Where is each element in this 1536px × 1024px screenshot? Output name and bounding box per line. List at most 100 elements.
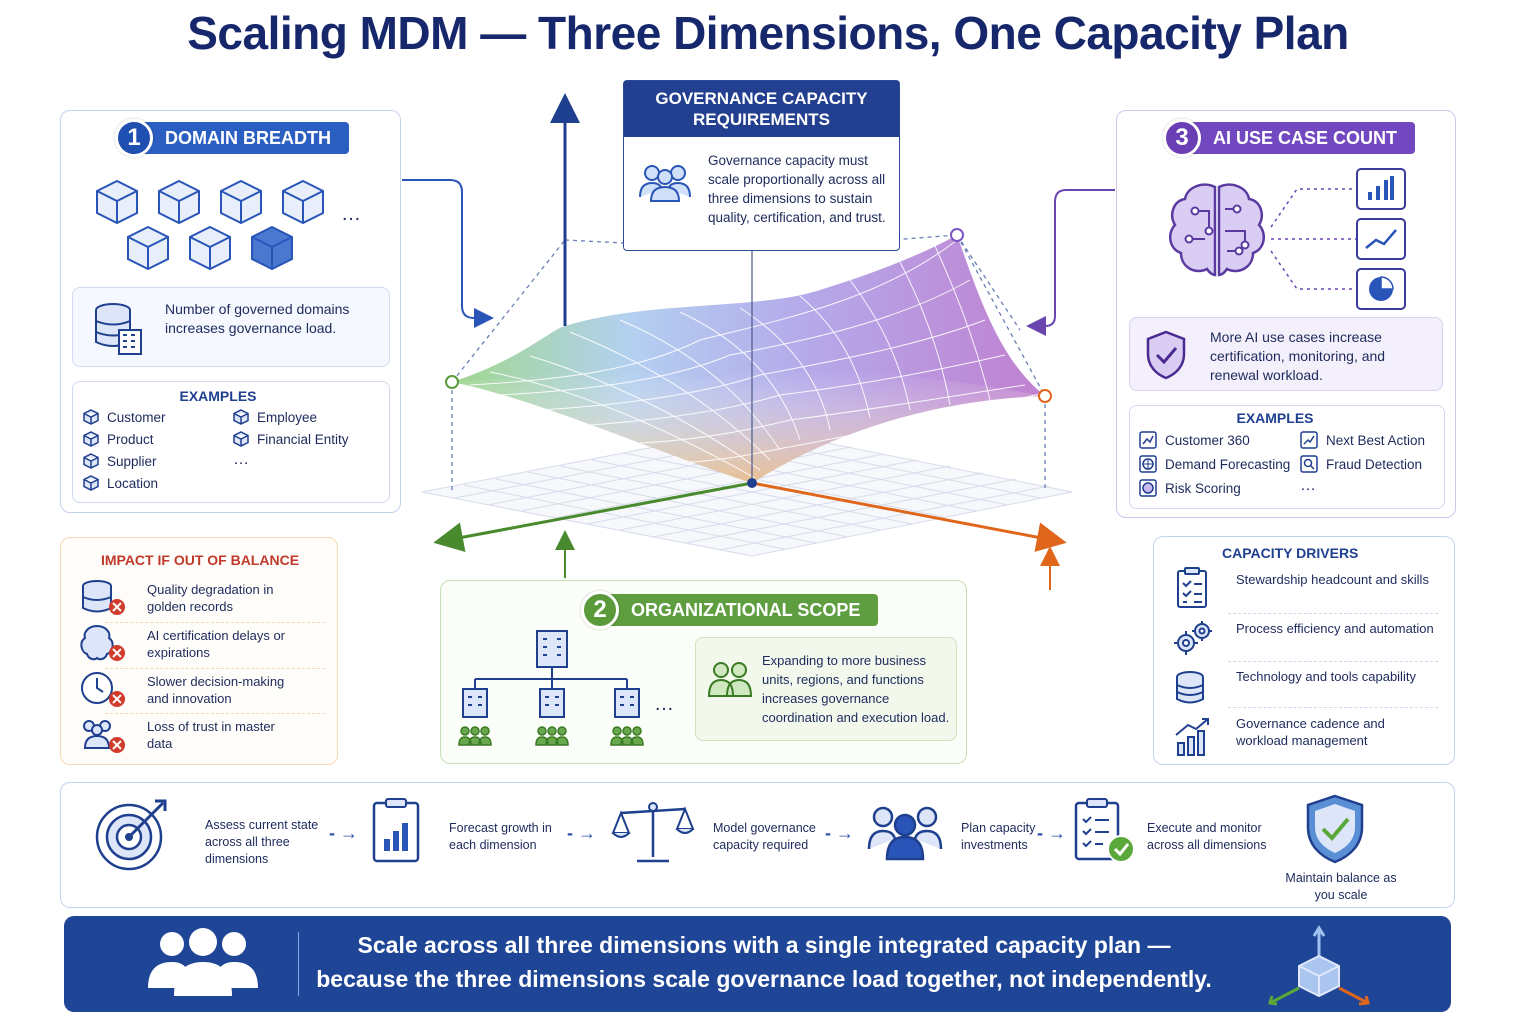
step-arrow: - → [1037, 823, 1066, 843]
shield-check-icon [1146, 330, 1186, 380]
impact-divider [105, 713, 325, 714]
three-axis-cube-icon [1268, 925, 1370, 1006]
impact-title: IMPACT IF OUT OF BALANCE [100, 552, 300, 568]
driver-item: Technology and tools capability [1236, 669, 1416, 684]
domain-breadth-card: 1 DOMAIN BREADTH … Number of governed do… [60, 110, 401, 513]
ai-example-item: Demand Forecasting [1139, 455, 1290, 473]
impact-item: Loss of trust in master data [147, 719, 275, 751]
domain-more-dots: … [341, 203, 363, 225]
target-icon [95, 799, 167, 871]
domain-example-item: Customer [83, 409, 166, 425]
governance-text: Governance capacity must scale proportio… [708, 153, 886, 225]
drivers-divider [1228, 613, 1438, 614]
domain-header: 1 DOMAIN BREADTH [115, 119, 349, 157]
ai-header: 3 AI USE CASE COUNT [1163, 119, 1416, 157]
globe-icon [1139, 455, 1157, 473]
org-more-dots: … [654, 693, 676, 715]
impact-item: Quality degradation in golden records [147, 582, 274, 614]
risk-icon [1139, 479, 1157, 497]
ai-examples-title: EXAMPLES [1236, 410, 1314, 426]
org-scope-card: 2 ORGANIZATIONAL SCOPE … Expanding to mo… [440, 580, 967, 764]
domain-example-item: Supplier [83, 453, 157, 469]
domain-description: Number of governed domains increases gov… [165, 301, 350, 336]
chart-icon [1139, 431, 1157, 449]
people-error-icon [83, 720, 125, 753]
capacity-drivers-card: CAPACITY DRIVERS Stewardship headcount a… [1153, 536, 1455, 765]
org-header: 2 ORGANIZATIONAL SCOPE [581, 591, 879, 629]
report-chart-icon [372, 798, 420, 863]
brain-error-icon [80, 624, 125, 661]
cube-icon [83, 431, 99, 447]
domain-example-more: … [233, 451, 249, 468]
impact-divider [105, 622, 325, 623]
domain-example-item: Product [83, 431, 154, 447]
ai-description: More AI use cases increase certification… [1210, 329, 1386, 383]
driver-item: Governance cadence and workload manageme… [1236, 716, 1385, 748]
step-arrow: - → [567, 823, 596, 843]
banner-text: Scale across all three dimensions with a… [314, 928, 1214, 996]
cube-icon [233, 409, 249, 425]
domain-example-item: Financial Entity [233, 431, 349, 447]
bar-chart-icon [1356, 168, 1406, 210]
banner-line-1: Scale across all three dimensions with a… [357, 932, 1171, 958]
drivers-divider [1228, 707, 1438, 708]
clipboard-checklist-icon [1177, 567, 1207, 608]
org-chart-icon [458, 630, 644, 746]
domain-label: DOMAIN BREADTH [139, 122, 349, 154]
impact-card: IMPACT IF OUT OF BALANCE Quality degrada… [60, 537, 338, 765]
impact-item: AI certification delays or expirations [147, 628, 286, 660]
domain-example-item: Employee [233, 409, 317, 425]
drivers-title: CAPACITY DRIVERS [1222, 545, 1359, 561]
domain-number-badge: 1 [115, 119, 153, 157]
ai-number-badge: 3 [1163, 119, 1201, 157]
step-text: Maintain balance as you scale [1285, 871, 1397, 902]
ai-description-box: More AI use cases increase certification… [1129, 317, 1443, 391]
domain-example-item: Location [83, 475, 158, 491]
step-arrow: - → [329, 823, 358, 843]
database-icon [1176, 671, 1204, 704]
org-number-badge: 2 [581, 591, 619, 629]
org-description: Expanding to more business units, region… [762, 653, 950, 725]
governance-capacity-box: GOVERNANCE CAPACITY REQUIREMENTS Governa… [623, 80, 900, 251]
governance-title: GOVERNANCE CAPACITY REQUIREMENTS [624, 81, 899, 137]
drivers-icons [1174, 567, 1212, 756]
driver-item: Stewardship headcount and skills [1236, 572, 1429, 587]
cube-icon [83, 409, 99, 425]
checklist-done-icon [1074, 798, 1135, 863]
ai-example-item: Customer 360 [1139, 431, 1250, 449]
ai-use-case-card: 3 AI USE CASE COUNT More AI use cases in… [1116, 110, 1456, 518]
step-text: Forecast growth in each dimension [449, 821, 552, 852]
growth-chart-icon [1175, 718, 1209, 756]
impact-icons [80, 580, 125, 753]
org-label: ORGANIZATIONAL SCOPE [605, 594, 879, 626]
capacity-surface-diagram [402, 93, 1115, 590]
page-title: Scaling MDM — Three Dimensions, One Capa… [187, 7, 1349, 59]
process-steps-card: Assess current state across all three di… [60, 782, 1455, 908]
trend-icon [1300, 431, 1318, 449]
driver-item: Process efficiency and automation [1236, 621, 1434, 636]
ai-example-item: Fraud Detection [1300, 455, 1422, 473]
drivers-divider [1228, 661, 1438, 662]
step-arrow: - → [825, 823, 854, 843]
impact-divider [105, 668, 325, 669]
clock-error-icon [81, 672, 125, 707]
team-icon [867, 806, 943, 861]
ai-example-more: … [1300, 477, 1316, 494]
gears-icon [1174, 621, 1212, 655]
ai-connector-lines [1270, 188, 1357, 290]
domain-examples-title: EXAMPLES [179, 388, 257, 404]
cube-icon [83, 475, 99, 491]
pie-chart-icon [1356, 268, 1406, 310]
org-description-box: Expanding to more business units, region… [695, 637, 957, 741]
domain-cubes-icon [96, 179, 324, 271]
database-building-icon [95, 303, 142, 355]
cube-icon [233, 431, 249, 447]
fraud-icon [1300, 455, 1318, 473]
line-chart-icon [1356, 218, 1406, 260]
step-text: Execute and monitor across all dimension… [1147, 821, 1267, 852]
database-error-icon [82, 580, 125, 615]
step-text: Assess current state across all three di… [205, 818, 319, 866]
balance-scale-icon [611, 802, 695, 863]
impact-item: Slower decision-making and innovation [147, 674, 285, 706]
cube-icon [83, 453, 99, 469]
